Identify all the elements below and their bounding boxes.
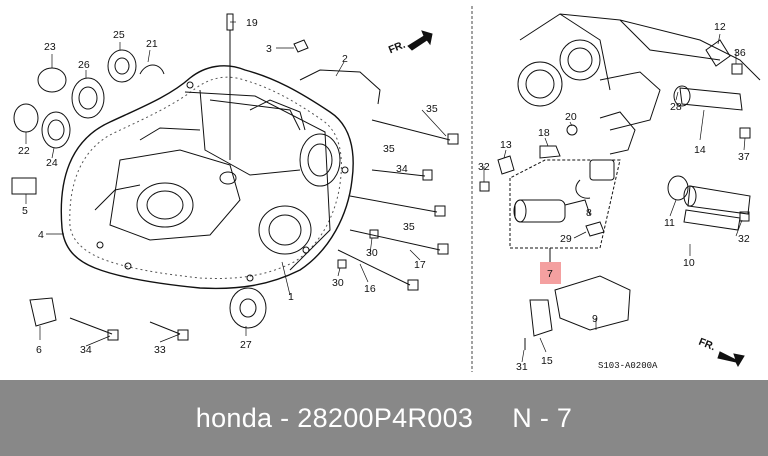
- caption-part-number: 28200P4R003: [297, 402, 474, 433]
- callout-30b: 30: [332, 277, 344, 289]
- callout-3: 3: [266, 43, 272, 55]
- callout-27: 27: [240, 339, 252, 351]
- reference-code: S103-A0200A: [598, 361, 658, 371]
- callout-35c: 35: [403, 221, 415, 233]
- caption-brand: honda: [195, 402, 273, 433]
- callout-29: 29: [560, 233, 572, 245]
- callout-32b: 32: [738, 233, 750, 245]
- callout-5: 5: [22, 205, 28, 217]
- callout-labels: 1 2 3 4 5 6 8 9 10 11 12 13 14 15 16 17 …: [18, 17, 750, 373]
- callout-26: 26: [78, 59, 90, 71]
- callout-13: 13: [500, 139, 512, 151]
- callout-35: 35: [426, 103, 438, 115]
- callout-24: 24: [46, 157, 58, 169]
- callout-30: 30: [366, 247, 378, 259]
- bearings-drawing: [13, 49, 165, 149]
- callout-19: 19: [246, 17, 258, 29]
- leader-lines: [25, 21, 746, 363]
- callout-18: 18: [538, 127, 550, 139]
- fr-label-left: FR.: [387, 39, 407, 56]
- callout-4: 4: [38, 229, 44, 241]
- callout-22: 22: [18, 145, 30, 157]
- solenoid-assembly-drawing: [479, 13, 761, 350]
- highlight-box: [540, 262, 561, 284]
- callout-11: 11: [664, 217, 675, 229]
- callout-14: 14: [694, 144, 706, 156]
- callout-8: 8: [586, 207, 592, 219]
- caption-gap: [473, 403, 512, 433]
- callout-34b: 34: [396, 163, 408, 175]
- callout-36: 36: [734, 47, 746, 59]
- bolts-drawing: [11, 39, 459, 341]
- callout-28: 28: [670, 101, 682, 113]
- fr-arrow-right: [717, 351, 745, 368]
- callout-25: 25: [113, 29, 125, 41]
- callout-17: 17: [414, 259, 426, 271]
- bolt-19-drawing: [226, 13, 234, 160]
- caption-position: N - 7: [512, 402, 573, 433]
- callout-10: 10: [683, 257, 695, 269]
- callout-33: 33: [154, 344, 166, 356]
- callout-15: 15: [541, 355, 553, 367]
- callout-32: 32: [478, 161, 490, 173]
- caption-text: honda - 28200P4R003 N - 7: [196, 403, 572, 434]
- callout-1: 1: [288, 291, 294, 303]
- fr-arrow-left: [407, 30, 433, 51]
- callout-20: 20: [565, 111, 577, 123]
- parts-diagram: 1 2 3 4 5 6 8 9 10 11 12 13 14 15 16 17 …: [11, 6, 761, 373]
- callout-23: 23: [44, 41, 56, 53]
- callout-16: 16: [364, 283, 376, 295]
- callout-6: 6: [36, 344, 42, 356]
- callout-34: 34: [80, 344, 92, 356]
- callout-12: 12: [714, 21, 726, 33]
- callout-31: 31: [516, 361, 528, 373]
- callout-37: 37: [738, 151, 750, 163]
- caption-bar: honda - 28200P4R003 N - 7: [0, 380, 768, 456]
- caption-separator: -: [272, 402, 298, 433]
- callout-2: 2: [342, 53, 348, 65]
- callout-7-highlighted: 7: [547, 268, 553, 280]
- callout-35b: 35: [383, 143, 395, 155]
- callout-9: 9: [592, 313, 598, 325]
- fr-label-right: FR.: [697, 336, 717, 353]
- transmission-case-drawing: [60, 65, 354, 290]
- callout-21: 21: [146, 38, 158, 50]
